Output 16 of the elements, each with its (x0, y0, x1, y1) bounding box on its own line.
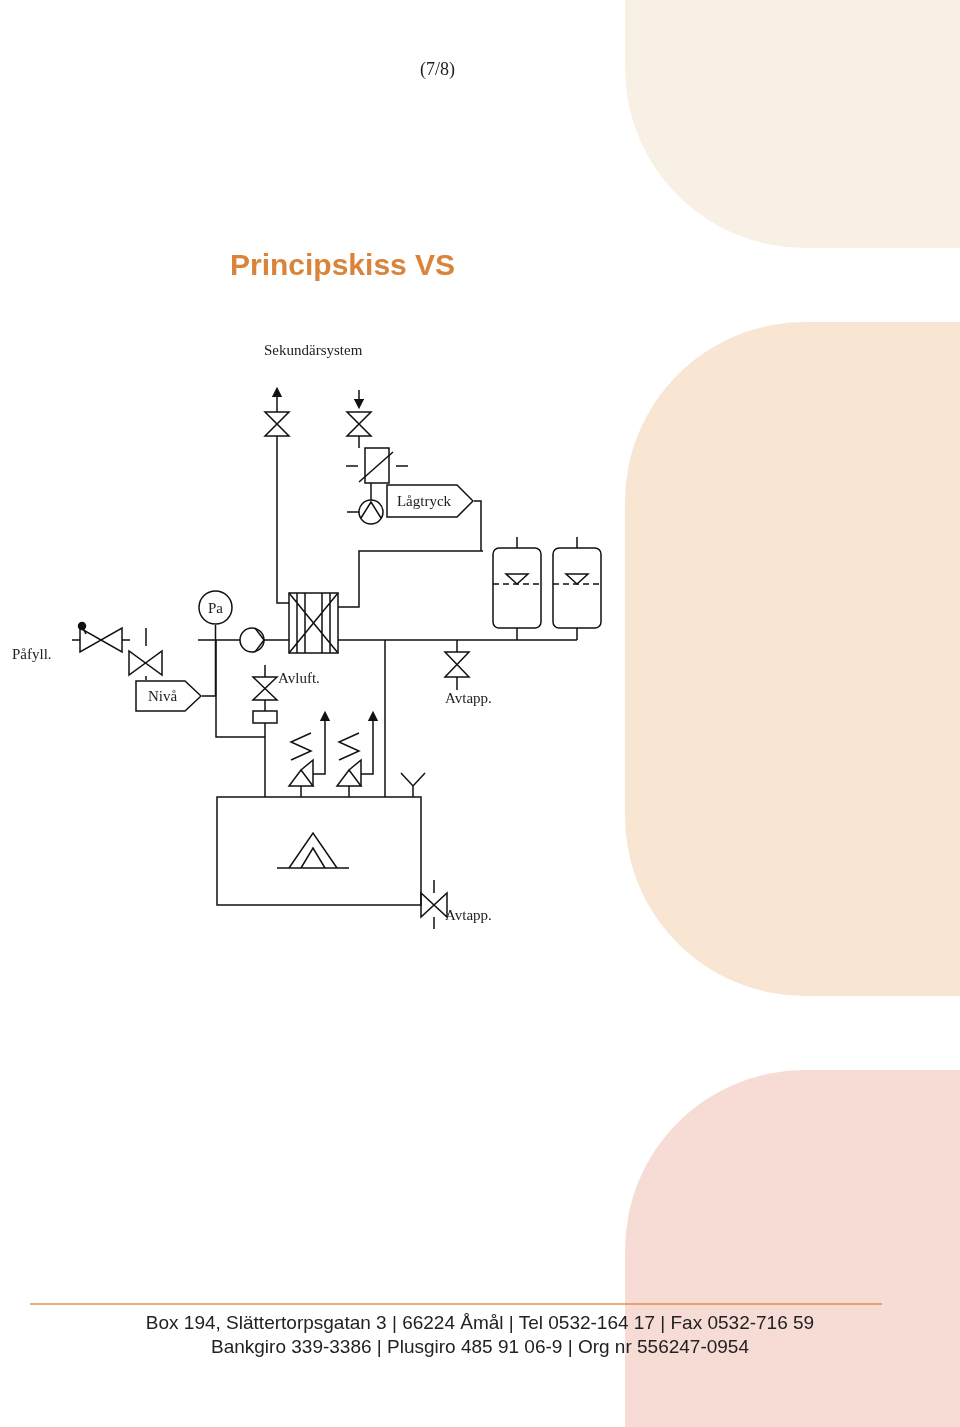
drawing-label: Avtapp. (445, 906, 492, 924)
gauge-text: Pa (208, 598, 223, 617)
pipe-line (201, 624, 217, 697)
tag-text: Nivå (147, 687, 178, 705)
drawing-label: Avtapp. (445, 689, 492, 707)
page-number: (7/8) (420, 58, 455, 80)
signal-tag (386, 484, 474, 518)
drawing-label: Avluft. (278, 669, 320, 687)
tag-text: Lågtryck (396, 492, 452, 510)
footer-text: Box 194, Slättertorpsgatan 3 | 66224 Åmål | Tel 0532-164 17 | Fax 0532-716 59 (144, 1312, 816, 1334)
title: Principskiss VS (230, 248, 456, 282)
gauge-circle (198, 590, 233, 625)
drawing-label: Sekundärsystem (264, 341, 363, 359)
footer-text: Bankgiro 339-3386 | Plusgiro 485 91 06-9 | Org nr 556247-0954 (210, 1336, 750, 1358)
drawing-label: Påfyll. (12, 645, 52, 663)
signal-tag (135, 680, 202, 712)
